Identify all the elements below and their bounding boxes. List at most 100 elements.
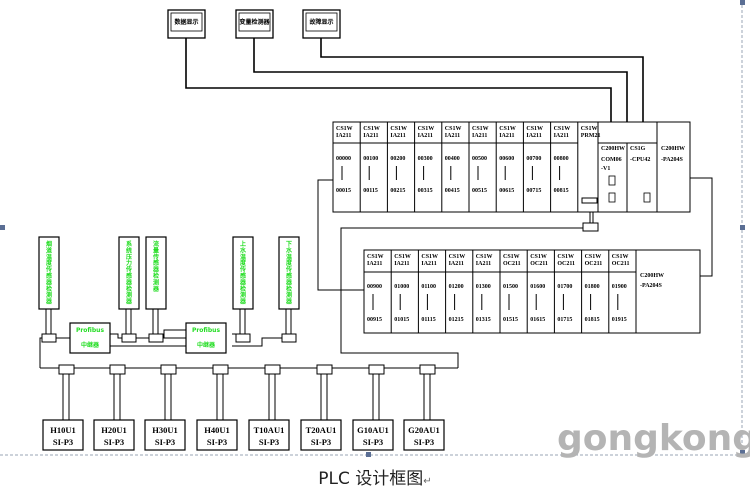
module-model-line2: IA211: [367, 261, 382, 267]
bus-connector: [264, 364, 281, 375]
io-range-end: 01715: [557, 317, 572, 323]
drive-type: SI-P3: [259, 437, 279, 447]
drive-type: SI-P3: [53, 437, 73, 447]
module-model-line2: PRM21: [581, 133, 601, 139]
module-model-line1: CS1W: [449, 254, 466, 260]
char: 器: [125, 278, 133, 286]
io-range-end: 01515: [503, 317, 518, 323]
hmi-panel: 数据显示: [167, 9, 206, 39]
char: 道: [46, 246, 52, 254]
module-model-line1: CS1G: [630, 146, 646, 152]
io-range-end: 00715: [526, 188, 541, 194]
io-range-start: 00200: [390, 156, 405, 162]
module-model-line1: C200HW: [601, 146, 625, 152]
module-model-line2: IA211: [363, 133, 378, 139]
io-range-end: 00015: [336, 188, 351, 194]
drive-name: H30U1: [152, 425, 178, 435]
bus-connector: [582, 222, 599, 232]
io-range-start: 00400: [445, 156, 460, 162]
drive-frame: [93, 419, 135, 451]
io-range-end: 01315: [476, 317, 491, 323]
io-range-start: 00800: [554, 156, 569, 162]
port-icon: [608, 192, 616, 203]
io-range-end: 01015: [394, 317, 409, 323]
module-model-line1: C200HW: [640, 273, 664, 279]
io-range-end: 00315: [418, 188, 433, 194]
module-model-line2: IA211: [394, 261, 409, 267]
drive-name: G10AU1: [357, 425, 389, 435]
char: 压: [126, 253, 132, 261]
char: 器: [152, 285, 160, 293]
io-range-start: 01800: [585, 284, 600, 290]
char: 测: [46, 291, 52, 299]
bus-connector: [148, 333, 164, 343]
hmi-panel: 故障显示: [302, 9, 341, 39]
margin-marker: [740, 0, 745, 5]
port-icon: [608, 175, 616, 186]
module-model-line2: -CPU42: [630, 157, 650, 163]
module-model-line2: IA211: [445, 133, 460, 139]
drive-type: SI-P3: [207, 437, 227, 447]
bus-connector: [109, 364, 126, 375]
char: 度: [286, 259, 293, 267]
drive-name: G20AU1: [408, 425, 440, 435]
module-model-line1: CS1W: [554, 126, 571, 132]
module-model-line1: CS1W: [503, 254, 520, 260]
figure-caption: PLC 设计框图↵: [0, 464, 750, 489]
repeater-frame: [185, 322, 227, 354]
io-range-end: 00815: [554, 188, 569, 194]
io-range-start: 00500: [472, 156, 487, 162]
char: 器: [125, 298, 133, 306]
module-model-line1: CS1W: [526, 126, 543, 132]
char: 力: [126, 259, 132, 267]
hmi-panel-label: 变量检测器: [239, 18, 270, 26]
paragraph-mark-icon: ↵: [423, 476, 432, 487]
module-model-line2: IA211: [418, 133, 433, 139]
io-range-end: 01115: [421, 317, 435, 323]
sensor-frame: [232, 236, 254, 310]
hmi-panel-label: 数据显示: [174, 18, 198, 26]
module-model-line1: CS1W: [585, 254, 602, 260]
module-model-line2: IA211: [526, 133, 541, 139]
module-model-line1: CS1W: [476, 254, 493, 260]
io-range-start: 00000: [336, 156, 351, 162]
io-range-start: 01900: [612, 284, 627, 290]
repeater-frame: [69, 322, 111, 354]
drive-frame: [352, 419, 394, 451]
power-slot: [635, 249, 701, 334]
module-model-line1: CS1W: [367, 254, 384, 260]
io-range-start: 01000: [394, 284, 409, 290]
module-model-line1: C200HW: [661, 146, 685, 152]
char: 器: [285, 278, 293, 286]
repeater-subtitle: 中继器: [197, 341, 216, 349]
drive-frame: [300, 419, 342, 451]
io-range-start: 01200: [449, 284, 464, 290]
hmi-panel: 变量检测器: [235, 9, 274, 39]
char: 上: [240, 240, 246, 248]
bus-connector: [316, 364, 333, 375]
bus-connector: [58, 364, 75, 375]
module-model-line2: -PA204S: [661, 157, 684, 163]
io-range-end: 01915: [612, 317, 627, 323]
module-model-line2: OC211: [585, 261, 603, 267]
char: 器: [239, 298, 247, 306]
module-model-line2: IA211: [421, 261, 436, 267]
